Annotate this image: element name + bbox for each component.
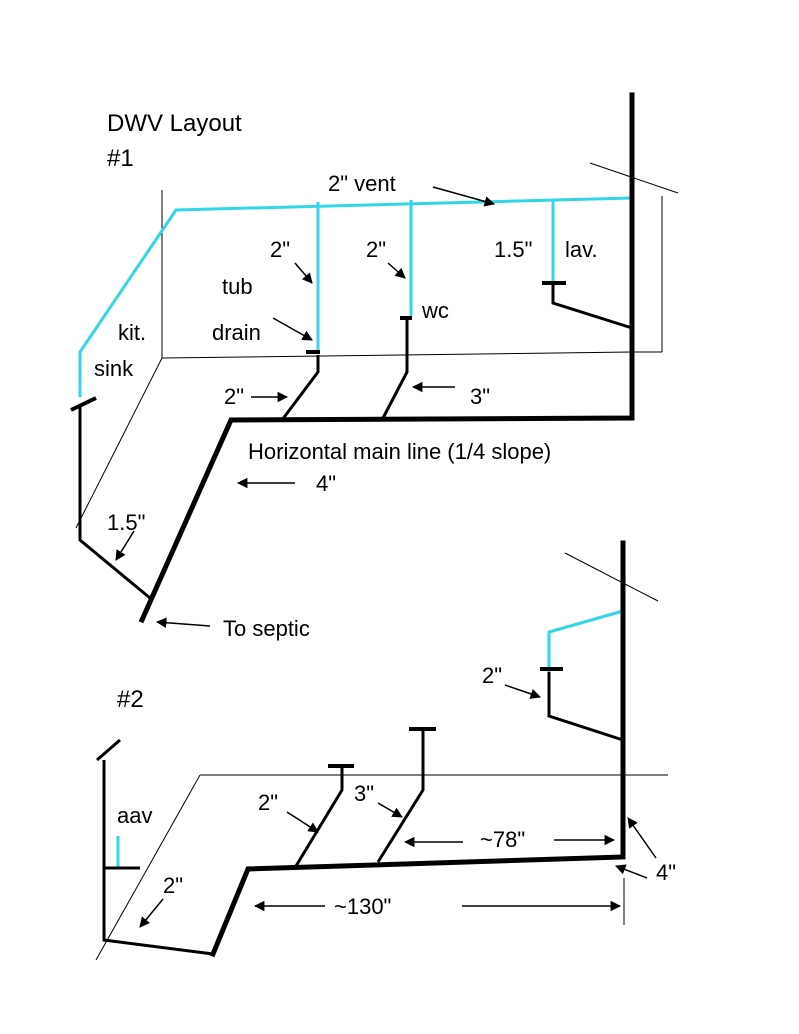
lav-label: lav. <box>565 237 598 262</box>
aav-label: aav <box>117 803 152 828</box>
arrows-1 <box>115 186 496 628</box>
fixture-caps-2 <box>328 667 563 768</box>
diagram-1-title: DWV Layout <box>107 110 242 137</box>
arrows-2 <box>139 684 657 928</box>
wc-drain-size-label-2: 3" <box>354 781 374 806</box>
upper-vent-size-label: 2" <box>482 663 502 688</box>
fixture-caps-1 <box>70 281 566 412</box>
main-stack-2 <box>209 540 626 958</box>
stack-size-label: 4" <box>656 860 676 885</box>
tub-drain <box>280 355 320 421</box>
tub-drain-2 <box>294 767 344 867</box>
main-size-label: 4" <box>316 471 336 496</box>
left-vent-and-drain <box>102 760 214 956</box>
vent-size-label: 2" vent <box>328 171 396 196</box>
lav-vent-size-label: 1.5" <box>494 237 532 262</box>
tub-label: tub <box>222 274 253 299</box>
wc-drain-2 <box>376 730 425 863</box>
drain-lines-1 <box>78 283 633 600</box>
drain-label: drain <box>212 320 261 345</box>
main-drain-and-stack <box>138 92 635 624</box>
vent-lines-2 <box>116 609 624 868</box>
diagram-2: #2 <box>95 540 676 961</box>
diagram-1: DWV Layout #1 <box>70 92 679 641</box>
upper-fixture-drain <box>547 672 624 742</box>
main-stack-1 <box>138 92 635 624</box>
sink-drain <box>78 405 151 600</box>
tub-drain-size-label-2: 2" <box>258 790 278 815</box>
lav-drain <box>551 283 633 330</box>
distance-78-label: ~78" <box>480 827 525 852</box>
sink-drain-size-label: 1.5" <box>107 510 145 535</box>
wc-drain <box>380 320 409 421</box>
kit-label: kit. <box>118 320 146 345</box>
main-line-label: Horizontal main line (1/4 slope) <box>248 439 551 464</box>
diagram-1-number: #1 <box>107 145 134 172</box>
wc-vent-size-label: 2" <box>366 237 386 262</box>
sink-label: sink <box>94 356 134 381</box>
to-septic-label: To septic <box>223 616 310 641</box>
vent-lines-1 <box>78 196 633 397</box>
wc-drain-size-label: 3" <box>470 384 490 409</box>
tub-drain-size-label: 2" <box>224 384 244 409</box>
upper-vent <box>547 609 624 672</box>
left-drain-size-label: 2" <box>163 873 183 898</box>
distance-130-label: ~130" <box>334 894 391 919</box>
tub-vent-size-label: 2" <box>270 237 290 262</box>
drain-lines-2 <box>96 672 624 956</box>
wc-label: wc <box>421 298 449 323</box>
main-drain-and-stack-2 <box>209 540 626 958</box>
aav-top <box>96 738 121 762</box>
reference-lines-2 <box>95 552 668 961</box>
diagram-2-title: #2 <box>117 686 144 713</box>
reference-lines-1 <box>75 162 679 529</box>
main-vent-line <box>78 196 633 397</box>
